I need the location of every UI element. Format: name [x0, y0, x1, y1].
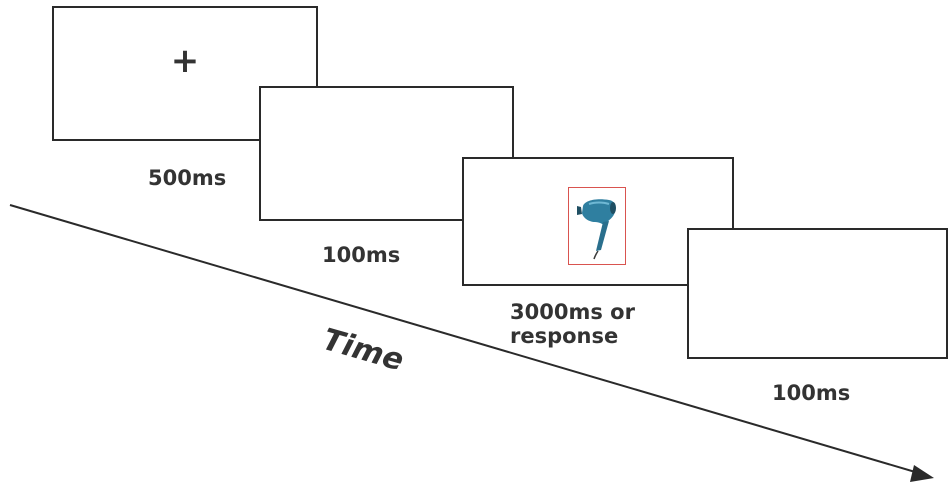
duration-label-blank-2: 100ms — [772, 381, 851, 405]
duration-label-blank-1: 100ms — [322, 243, 401, 267]
duration-label-stimulus: 3000ms or response — [510, 300, 635, 348]
time-arrow-line — [9, 204, 923, 475]
duration-label-stimulus-line-2: response — [510, 324, 619, 348]
duration-label-stimulus-line-1: 3000ms or — [510, 300, 635, 324]
time-arrow-head — [910, 465, 934, 482]
fixation-cross: + — [170, 41, 200, 81]
hair-dryer-icon — [577, 199, 616, 260]
duration-label-fixation: 500ms — [148, 166, 227, 190]
blank-frame-2 — [687, 228, 948, 359]
stimulus-picture — [568, 187, 626, 265]
